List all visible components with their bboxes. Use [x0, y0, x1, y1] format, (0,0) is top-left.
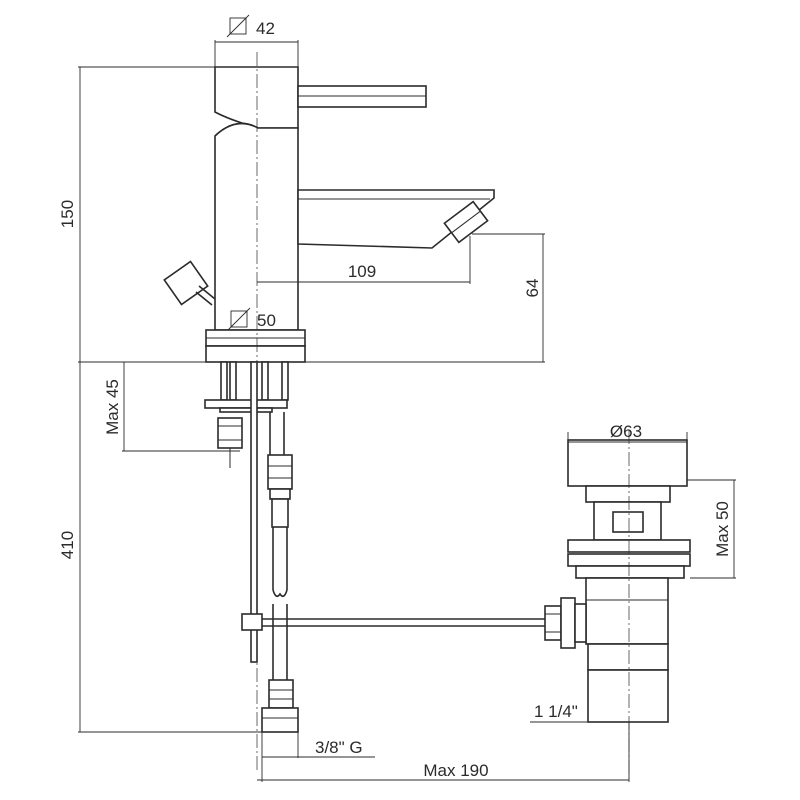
spout — [297, 189, 495, 249]
label-overall-width: Max 190 — [423, 761, 488, 780]
label-spout-reach: 109 — [348, 262, 376, 281]
label-spout-height: 64 — [523, 279, 542, 298]
base-flange — [205, 329, 306, 363]
popup-knob — [163, 260, 216, 306]
label-body-diameter: 42 — [256, 19, 275, 38]
flexible-hose — [261, 412, 299, 733]
label-height-above-deck: 150 — [58, 200, 77, 228]
tap-body — [214, 66, 299, 331]
mounting-assembly — [204, 361, 289, 468]
diameter-symbol-icon — [227, 307, 251, 331]
linkage-rod — [262, 618, 545, 627]
label-drain-diameter: Ø63 — [610, 422, 642, 441]
label-hose-thread: 3/8" G — [315, 738, 363, 757]
label-deck-thickness: Max 45 — [103, 379, 122, 435]
lever-handle — [297, 85, 427, 108]
diameter-symbol-icon — [226, 14, 250, 38]
popup-rod — [241, 361, 263, 663]
label-drain-thread: 1 1/4" — [534, 702, 578, 721]
label-base-diameter: 50 — [257, 311, 276, 330]
drain-assembly — [544, 439, 691, 723]
label-length-below-deck: 410 — [58, 531, 77, 559]
label-drain-height: Max 50 — [713, 501, 732, 557]
dimension-lines — [78, 40, 736, 782]
